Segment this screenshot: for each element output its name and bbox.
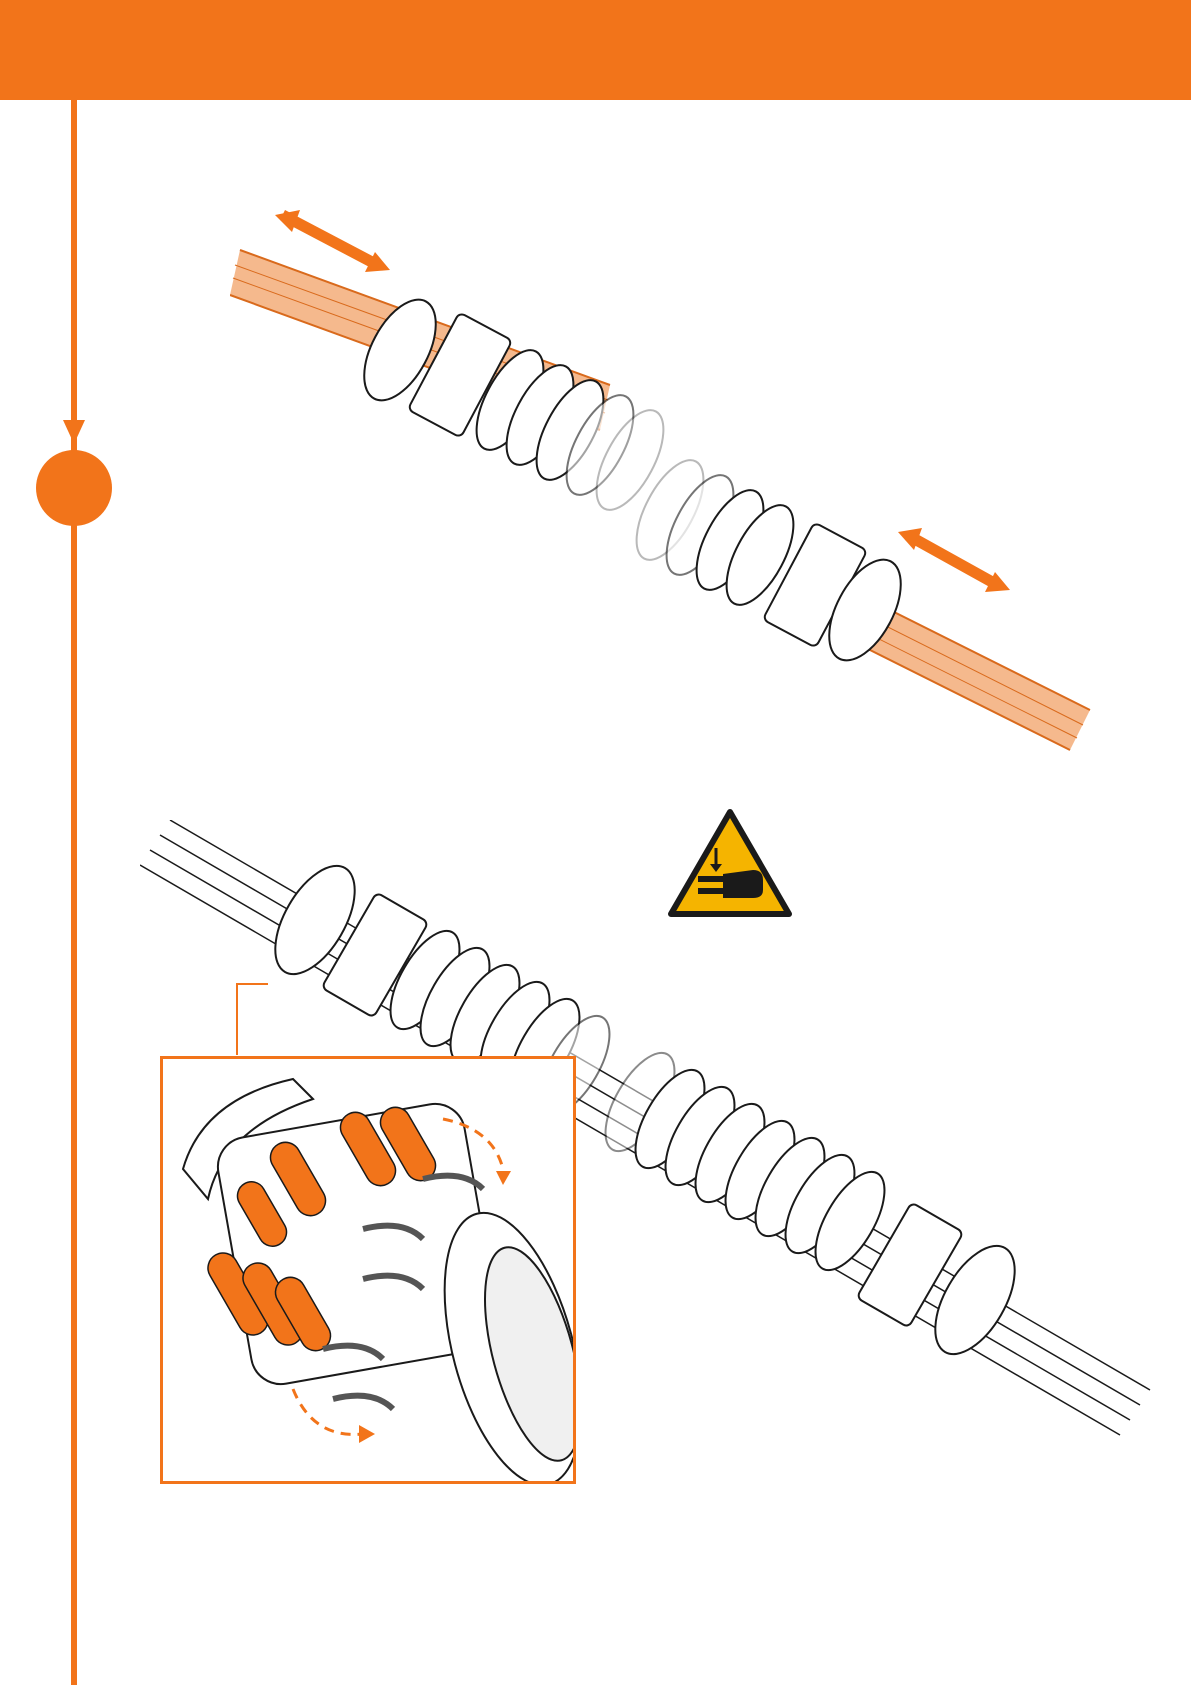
header-band <box>0 0 1191 100</box>
step-timeline-line <box>71 0 77 1685</box>
step-marker-icon <box>36 450 112 526</box>
detail-callout-leader <box>236 983 268 1055</box>
step-down-arrow-icon <box>63 420 85 444</box>
rotation-arrowhead-icon <box>496 1171 511 1185</box>
detail-inset <box>160 1056 576 1484</box>
strain-relief-detail-illustration <box>163 1059 573 1481</box>
rotation-arrowhead-icon <box>359 1425 375 1443</box>
upper-cable-illustration <box>230 210 1130 810</box>
